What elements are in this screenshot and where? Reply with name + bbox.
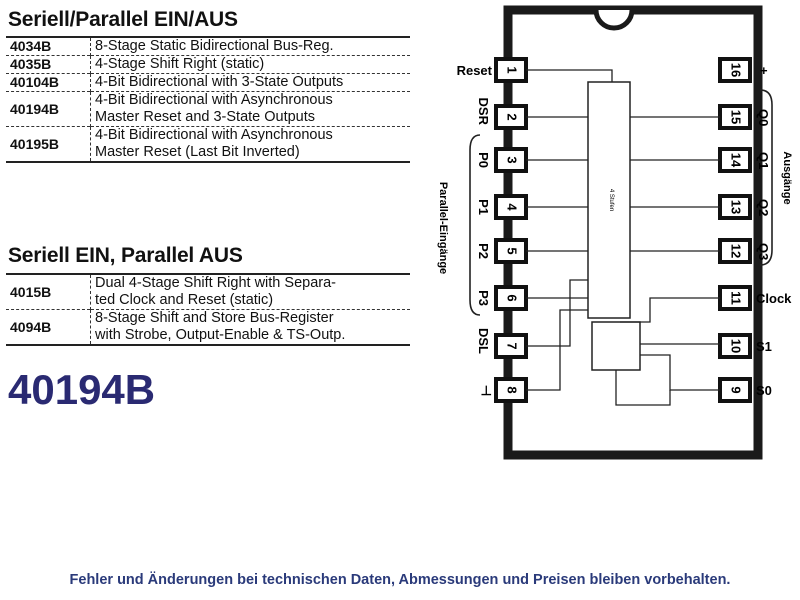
part-number: 4035B [10, 56, 52, 72]
pin-number: 8 [505, 386, 520, 393]
pin-number: 15 [729, 110, 744, 124]
part-description-line: 4-Bit Bidirectional with Asynchronous [95, 92, 333, 108]
part-number: 40104B [10, 74, 60, 90]
pin-number: 9 [729, 386, 744, 393]
section2-title: Seriell EIN, Parallel AUS [8, 244, 243, 267]
pin-label: P3 [476, 290, 491, 306]
pin-number: 7 [505, 342, 520, 349]
part-number: 4094B [10, 318, 52, 335]
part-description-line: ted Clock and Reset (static) [95, 292, 274, 308]
pin-number: 1 [505, 66, 520, 73]
pin-label: S1 [756, 339, 772, 354]
part-description: Dual 4-Stage Shift Right with Separa-ted… [90, 274, 410, 310]
part-description-line: Dual 4-Stage Shift Right with Separa- [95, 275, 336, 291]
part-row: 40194B 4-Bit Bidirectional with Asynchron… [6, 91, 410, 127]
pin-label: ⊥ [481, 383, 492, 398]
pin-number: 2 [505, 113, 520, 120]
pin-box [718, 57, 752, 83]
part-row: 4034B 8-Stage Static Bidirectional Bus-Re… [6, 37, 410, 56]
pin-number: 4 [505, 203, 520, 211]
pin-label: Q3 [756, 243, 771, 260]
pin-box [718, 333, 752, 359]
control-logic-block [591, 321, 641, 371]
pin-label: Reset [457, 63, 493, 78]
internal-wires [526, 69, 720, 406]
part-row: 4015B Dual 4-Stage Shift Right with Separ… [6, 274, 410, 310]
pin-label: P2 [476, 243, 491, 259]
part-number: 4015B [10, 283, 52, 300]
part-description-line: 8-Stage Shift and Store Bus-Register [95, 310, 334, 326]
shift-register-block [587, 81, 631, 319]
ic-package [503, 5, 763, 460]
part-description-line: Master Reset (Last Bit Inverted) [95, 144, 300, 160]
part-description-line: with Strobe, Output-Enable & TS-Outp. [95, 327, 346, 343]
inputs-brace [469, 134, 481, 316]
pin-number: 6 [505, 294, 520, 301]
part-row: 4035B 4-Stage Shift Right (static) [6, 55, 410, 74]
pin-label: P0 [476, 152, 491, 168]
pin-label: + [760, 63, 768, 78]
pin-number: 5 [505, 247, 520, 254]
ic-pinout-diagram: 4 Stufen 1 Reset 2 DSR 3 P0 4 P1 5 P2 6 P3 7 DSL 8 ⊥ 16 +… [437, 5, 793, 460]
pin-number: 10 [729, 339, 744, 353]
inputs-group-label: Parallel-Eingänge [437, 182, 449, 274]
pin-label: P1 [476, 199, 491, 215]
part-description: 8-Stage Static Bidirectional Bus-Reg. [90, 37, 410, 56]
outputs-group-label: Ausgänge [781, 151, 793, 204]
part-number: 40194B [10, 100, 60, 117]
part-description-line: 8-Stage Static Bidirectional Bus-Reg. [95, 38, 334, 54]
pin-label: DSR [476, 98, 491, 126]
shift-register-label: 4 Stufen [608, 189, 614, 211]
part-description-line: 4-Bit Bidirectional with Asynchronous [95, 127, 333, 143]
pin-number: 14 [729, 153, 744, 168]
part-description: 4-Bit Bidirectional with 3-State Outputs [90, 73, 410, 92]
part-description-line: 4-Stage Shift Right (static) [95, 56, 265, 72]
pin-label: Q2 [756, 199, 771, 216]
disclaimer-footer: Fehler und Änderungen bei technischen Da… [69, 572, 731, 588]
pin-label: S0 [756, 383, 772, 398]
pin-number: 12 [729, 244, 744, 258]
section1-table: 4034B 8-Stage Static Bidirectional Bus-Re… [6, 36, 410, 163]
pin-number: 11 [729, 291, 744, 305]
part-row: 40104B 4-Bit Bidirectional with 3-State O… [6, 73, 410, 92]
pin-label: Q1 [756, 152, 771, 169]
pin-number: 13 [729, 200, 744, 214]
outputs-brace [759, 89, 773, 266]
big-part-number: 40194B [8, 366, 156, 413]
pin-number: 3 [505, 156, 520, 163]
ic-notch [593, 9, 635, 31]
part-description-line: 4-Bit Bidirectional with 3-State Outputs [95, 74, 344, 90]
section2-table: 4015B Dual 4-Stage Shift Right with Separ… [6, 273, 410, 346]
pin-label: DSL [476, 328, 491, 354]
part-number: 4034B [10, 38, 52, 54]
part-description: 4-Stage Shift Right (static) [90, 55, 410, 74]
part-description-line: Master Reset and 3-State Outputs [95, 109, 316, 125]
section1-title: Seriell/Parallel EIN/AUS [8, 8, 238, 31]
pin-label: Clock [756, 291, 792, 306]
pin-number: 16 [729, 63, 744, 77]
part-row: 40195B 4-Bit Bidirectional with Asynchron… [6, 126, 410, 162]
part-row: 4094B 8-Stage Shift and Store Bus-Registe… [6, 309, 410, 345]
pin-label: Q0 [756, 109, 771, 126]
part-number: 40195B [10, 135, 60, 152]
